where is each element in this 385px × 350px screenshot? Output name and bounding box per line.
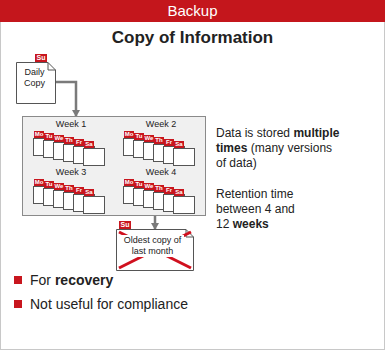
day-tab: Tu: [134, 181, 144, 188]
note-part: weeks: [233, 217, 269, 231]
daily-copy-sheet: [173, 196, 195, 214]
day-tab: Sa: [84, 189, 94, 196]
week-label: Week 2: [119, 119, 203, 129]
bullet-part: For: [30, 272, 51, 288]
day-tab: We: [144, 135, 154, 142]
day-tab: We: [144, 183, 154, 190]
day-tab: Tu: [44, 181, 54, 188]
daily-copy-sheet: [173, 148, 195, 166]
bullet-text: Forrecovery: [30, 271, 117, 289]
flow-arrow: [154, 216, 157, 229]
week-stack: Week 4 MoTuWeThFrSa: [119, 167, 203, 213]
day-tab: Mo: [34, 131, 44, 138]
day-tab: Th: [154, 137, 164, 144]
document-shape: [17, 63, 56, 104]
day-tab: Mo: [124, 131, 134, 138]
cross-mark: [119, 232, 191, 268]
day-tab: Tu: [44, 133, 54, 140]
week-label: Week 4: [119, 167, 203, 177]
subtitle: Copy of Information: [0, 28, 385, 48]
document-icon: Daily CopySu: [16, 62, 56, 104]
day-tab: Sa: [84, 141, 94, 148]
archive-box: Week 1MoTuWeThFrSaWeek 2MoTuWeThFrSaWeek…: [22, 116, 206, 216]
day-tab: Fr: [74, 187, 84, 194]
week-stack: Week 3 MoTuWeThFrSa: [29, 167, 113, 213]
day-tab: Fr: [164, 139, 174, 146]
day-tab: Th: [64, 185, 74, 192]
day-tab: Su: [35, 54, 47, 62]
day-tab: We: [54, 183, 64, 190]
flow-arrow: [56, 82, 76, 116]
header-bar: Backup: [0, 0, 385, 22]
document-label: Daily Copy: [16, 62, 56, 89]
note-text: Data is storedmultiple times(many versio…: [216, 126, 344, 171]
week-label: Week 1: [29, 119, 113, 129]
day-tab: Mo: [34, 179, 44, 186]
day-tab: Fr: [164, 187, 174, 194]
bullet-mark: [14, 300, 22, 308]
day-tab: Su: [119, 221, 131, 229]
bullet-part: Not useful for compliance: [30, 296, 188, 312]
day-tab: Tu: [134, 133, 144, 140]
daily-copy-sheet: [83, 196, 105, 214]
note-text: Retention time between 4 and 12weeks: [216, 187, 328, 232]
day-tab: Th: [64, 137, 74, 144]
header-title: Backup: [0, 0, 385, 22]
bullet-text: Not useful for compliance: [30, 295, 192, 313]
day-tab: Th: [154, 185, 164, 192]
bullet-part: recovery: [55, 272, 113, 288]
document-fold: [48, 63, 56, 71]
cross-mark: [119, 232, 191, 268]
week-stack: Week 2 MoTuWeThFrSa: [119, 119, 203, 165]
day-tab: Sa: [174, 141, 184, 148]
day-tab: Mo: [124, 179, 134, 186]
document-label: Oldest copy of last month: [121, 235, 184, 257]
day-tab: We: [54, 135, 64, 142]
day-tab: Sa: [174, 189, 184, 196]
document-icon: Oldest copy of last monthSu: [116, 229, 194, 271]
day-tab: Fr: [74, 139, 84, 146]
note-part: Data is stored: [216, 126, 290, 140]
week-stack: Week 1 MoTuWeThFrSa: [29, 119, 113, 165]
week-label: Week 3: [29, 167, 113, 177]
daily-copy-sheet: [83, 148, 105, 166]
bullet-mark: [14, 276, 22, 284]
document-shape: [117, 230, 194, 271]
